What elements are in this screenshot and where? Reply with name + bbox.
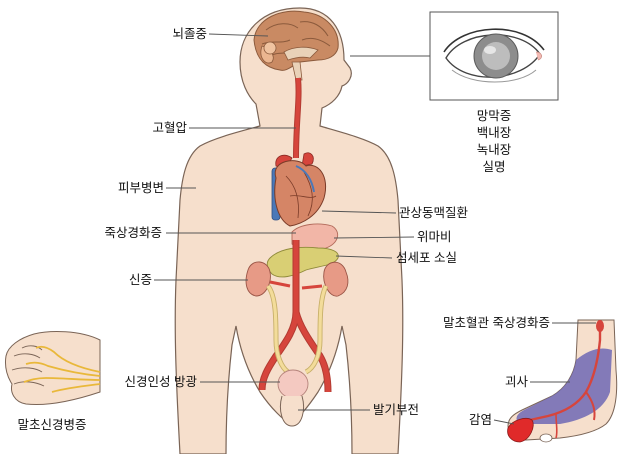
label-nephropathy: 신증 bbox=[128, 273, 152, 287]
leader-lines bbox=[154, 33, 596, 425]
carotid-artery bbox=[293, 77, 302, 159]
brain bbox=[253, 10, 339, 81]
leader-infection bbox=[493, 419, 515, 425]
label-stomach: 위마비 bbox=[417, 230, 452, 244]
label-atherosclerosis: 죽상경화증 bbox=[104, 226, 162, 240]
kidneys bbox=[245, 261, 349, 297]
hand-inset bbox=[5, 331, 101, 405]
eye-condition-glaucoma: 녹내장 bbox=[476, 143, 512, 157]
label-islet-loss: 섬세포 소실 bbox=[396, 251, 457, 265]
leader-stroke bbox=[208, 33, 269, 37]
heart bbox=[271, 152, 326, 227]
ureters bbox=[265, 284, 329, 375]
label-peripheral-atherosclerosis: 말초혈관 죽상경화증 bbox=[443, 316, 550, 330]
eye-condition-blindness: 실명 bbox=[482, 160, 506, 174]
eye-condition-cataract: 백내장 bbox=[476, 126, 512, 140]
label-impotence: 발기부전 bbox=[373, 403, 420, 417]
eye-conditions-list: 망막증 백내장 녹내장 실명 bbox=[466, 108, 522, 176]
leader-stomach bbox=[333, 236, 415, 239]
pancreas bbox=[266, 246, 339, 278]
label-neurogenic-bladder: 신경인성 방광 bbox=[124, 375, 197, 389]
bladder bbox=[277, 369, 309, 399]
label-peripheral-neuropathy: 말초신경병증 bbox=[17, 418, 87, 432]
label-infection: 감염 bbox=[468, 413, 492, 427]
label-stroke: 뇌졸중 bbox=[172, 27, 207, 41]
label-coronary-disease: 관상동맥질환 bbox=[399, 206, 469, 220]
label-skin-disease: 피부병변 bbox=[117, 181, 164, 195]
eye-panel bbox=[429, 11, 559, 101]
eye-condition-retinopathy: 망막증 bbox=[476, 109, 512, 123]
leader-coronary bbox=[321, 210, 397, 214]
foot-inset bbox=[507, 319, 618, 443]
label-necrosis: 괴사 bbox=[504, 375, 528, 389]
label-hypertension: 고혈압 bbox=[152, 121, 187, 135]
leader-pancreas bbox=[335, 255, 393, 259]
genital-area bbox=[279, 395, 305, 427]
